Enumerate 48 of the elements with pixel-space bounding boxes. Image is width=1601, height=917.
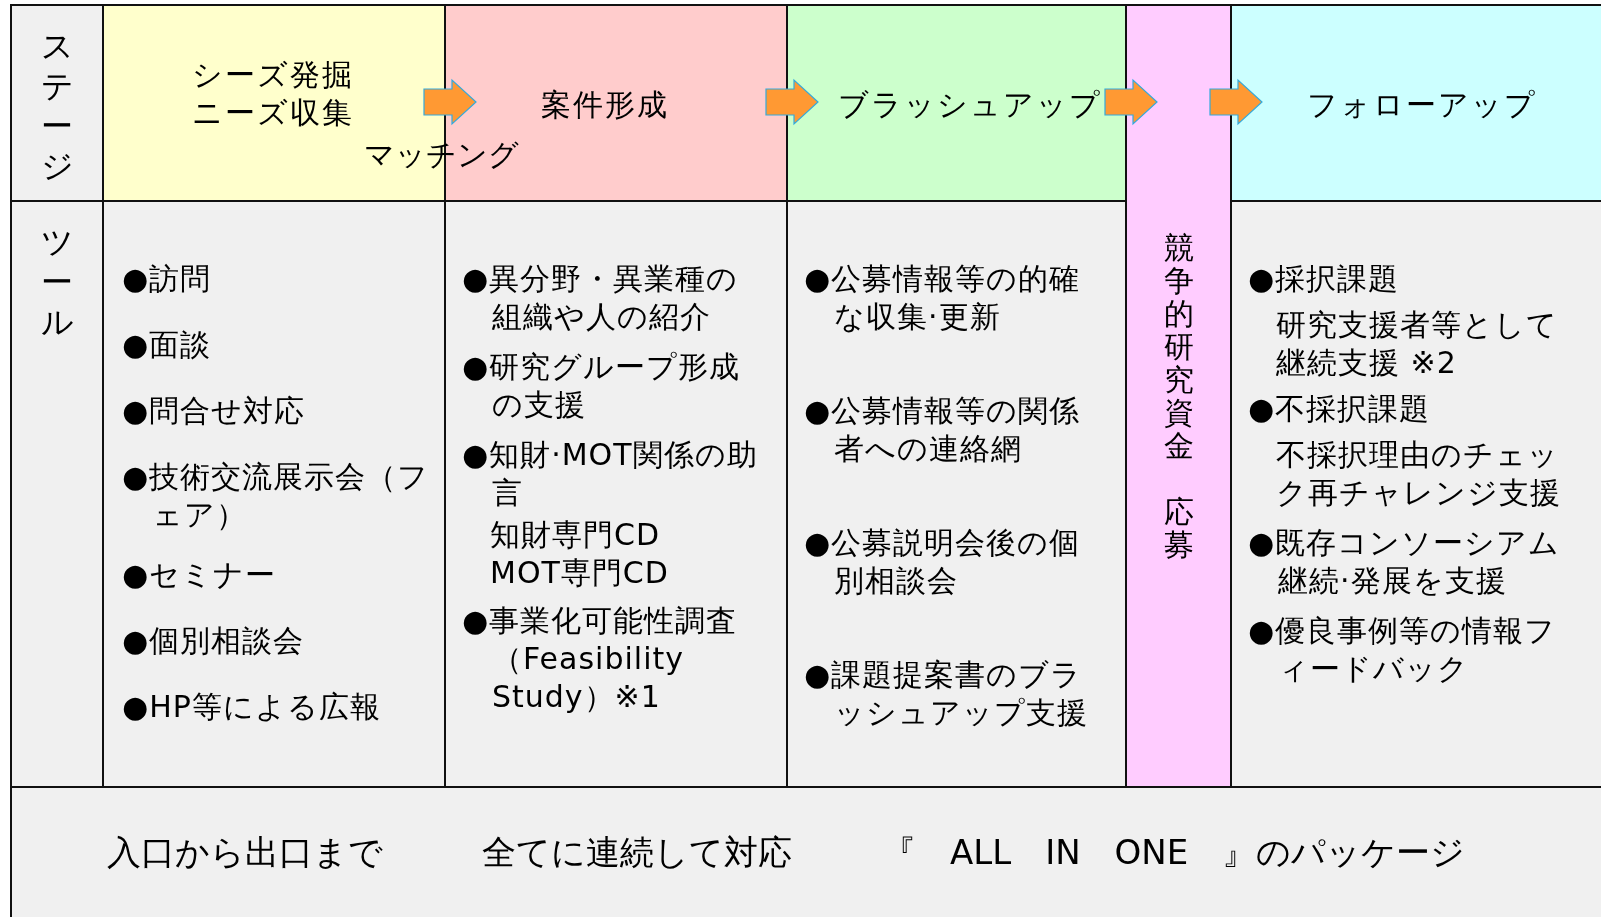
stage-title: ブラッシュアップ [838,86,1103,124]
bullet-item: ●事業化可能性調査（Feasibility Study）※1 [462,602,739,716]
block-arrow [1104,78,1158,126]
sub-item: 研究支援者等として継続支援 ※2 [1276,306,1559,382]
bullet-item: ●異分野・異業種の組織や人の紹介 [462,260,740,336]
stage-title: 案件形成 [541,86,670,124]
sub-item: 知財専門CD [490,516,662,554]
bullet-item: ●セミナー [122,556,278,594]
tool-panel [1230,200,1601,788]
tool-panel [102,200,446,788]
stage-panel [786,4,1127,202]
row-header: ツール [39,222,75,342]
tool-panel [444,200,788,788]
sub-item: 不採択理由のチェック再チャレンジ支援 [1276,436,1562,512]
bullet-item: ●不採択課題 [1248,390,1432,428]
bullet-item: ●面談 [122,326,213,364]
bullet-item: ●公募説明会後の個別相談会 [804,524,1082,600]
footer-panel [10,786,1601,917]
row-header: ステージ [39,26,75,186]
sub-item: MOT専門CD [490,554,670,592]
block-arrow [423,78,477,126]
stage-panel [1230,4,1601,202]
footer-text: 入口から出口まで [107,833,383,871]
bullet-item: ●公募情報等の関係者への連絡網 [804,392,1082,468]
stage-title: シーズ発掘ニーズ収集 [192,56,355,132]
bullet-item: ●優良事例等の情報フィードバック [1248,612,1558,688]
tool-panel [786,200,1127,788]
stage-title: 競争的研究資金 [1162,231,1195,462]
bullet-item: ●既存コンソーシアム継続·発展を支援 [1248,524,1562,600]
bullet-item: ●知財·MOT関係の助言 [462,436,759,512]
stage-title: フォローアップ [1307,86,1538,124]
bullet-item: ●技術交流展示会（フェア） [122,458,431,534]
bullet-item: ●研究グループ形成の支援 [462,348,742,424]
block-arrow [765,78,819,126]
footer-text: 全てに連続して対応 [482,833,792,871]
block-arrow [1209,78,1263,126]
bullet-item: ●公募情報等の的確な収集·更新 [804,260,1082,336]
bullet-item: ●問合せ対応 [122,392,307,430]
stage-title: 応募 [1162,495,1195,561]
bullet-item: ●HP等による広報 [122,688,382,726]
bullet-item: ●個別相談会 [122,622,306,660]
bullet-item: ●訪問 [122,260,213,298]
header-cell [10,4,104,202]
header-cell [10,200,104,788]
bullet-item: ●課題提案書のブラッシュアップ支援 [804,656,1089,732]
bullet-item: ●採択課題 [1248,260,1401,298]
stage-column [1125,4,1232,788]
footer-text: 『 ALL IN ONE 』のパッケージ [882,833,1466,871]
